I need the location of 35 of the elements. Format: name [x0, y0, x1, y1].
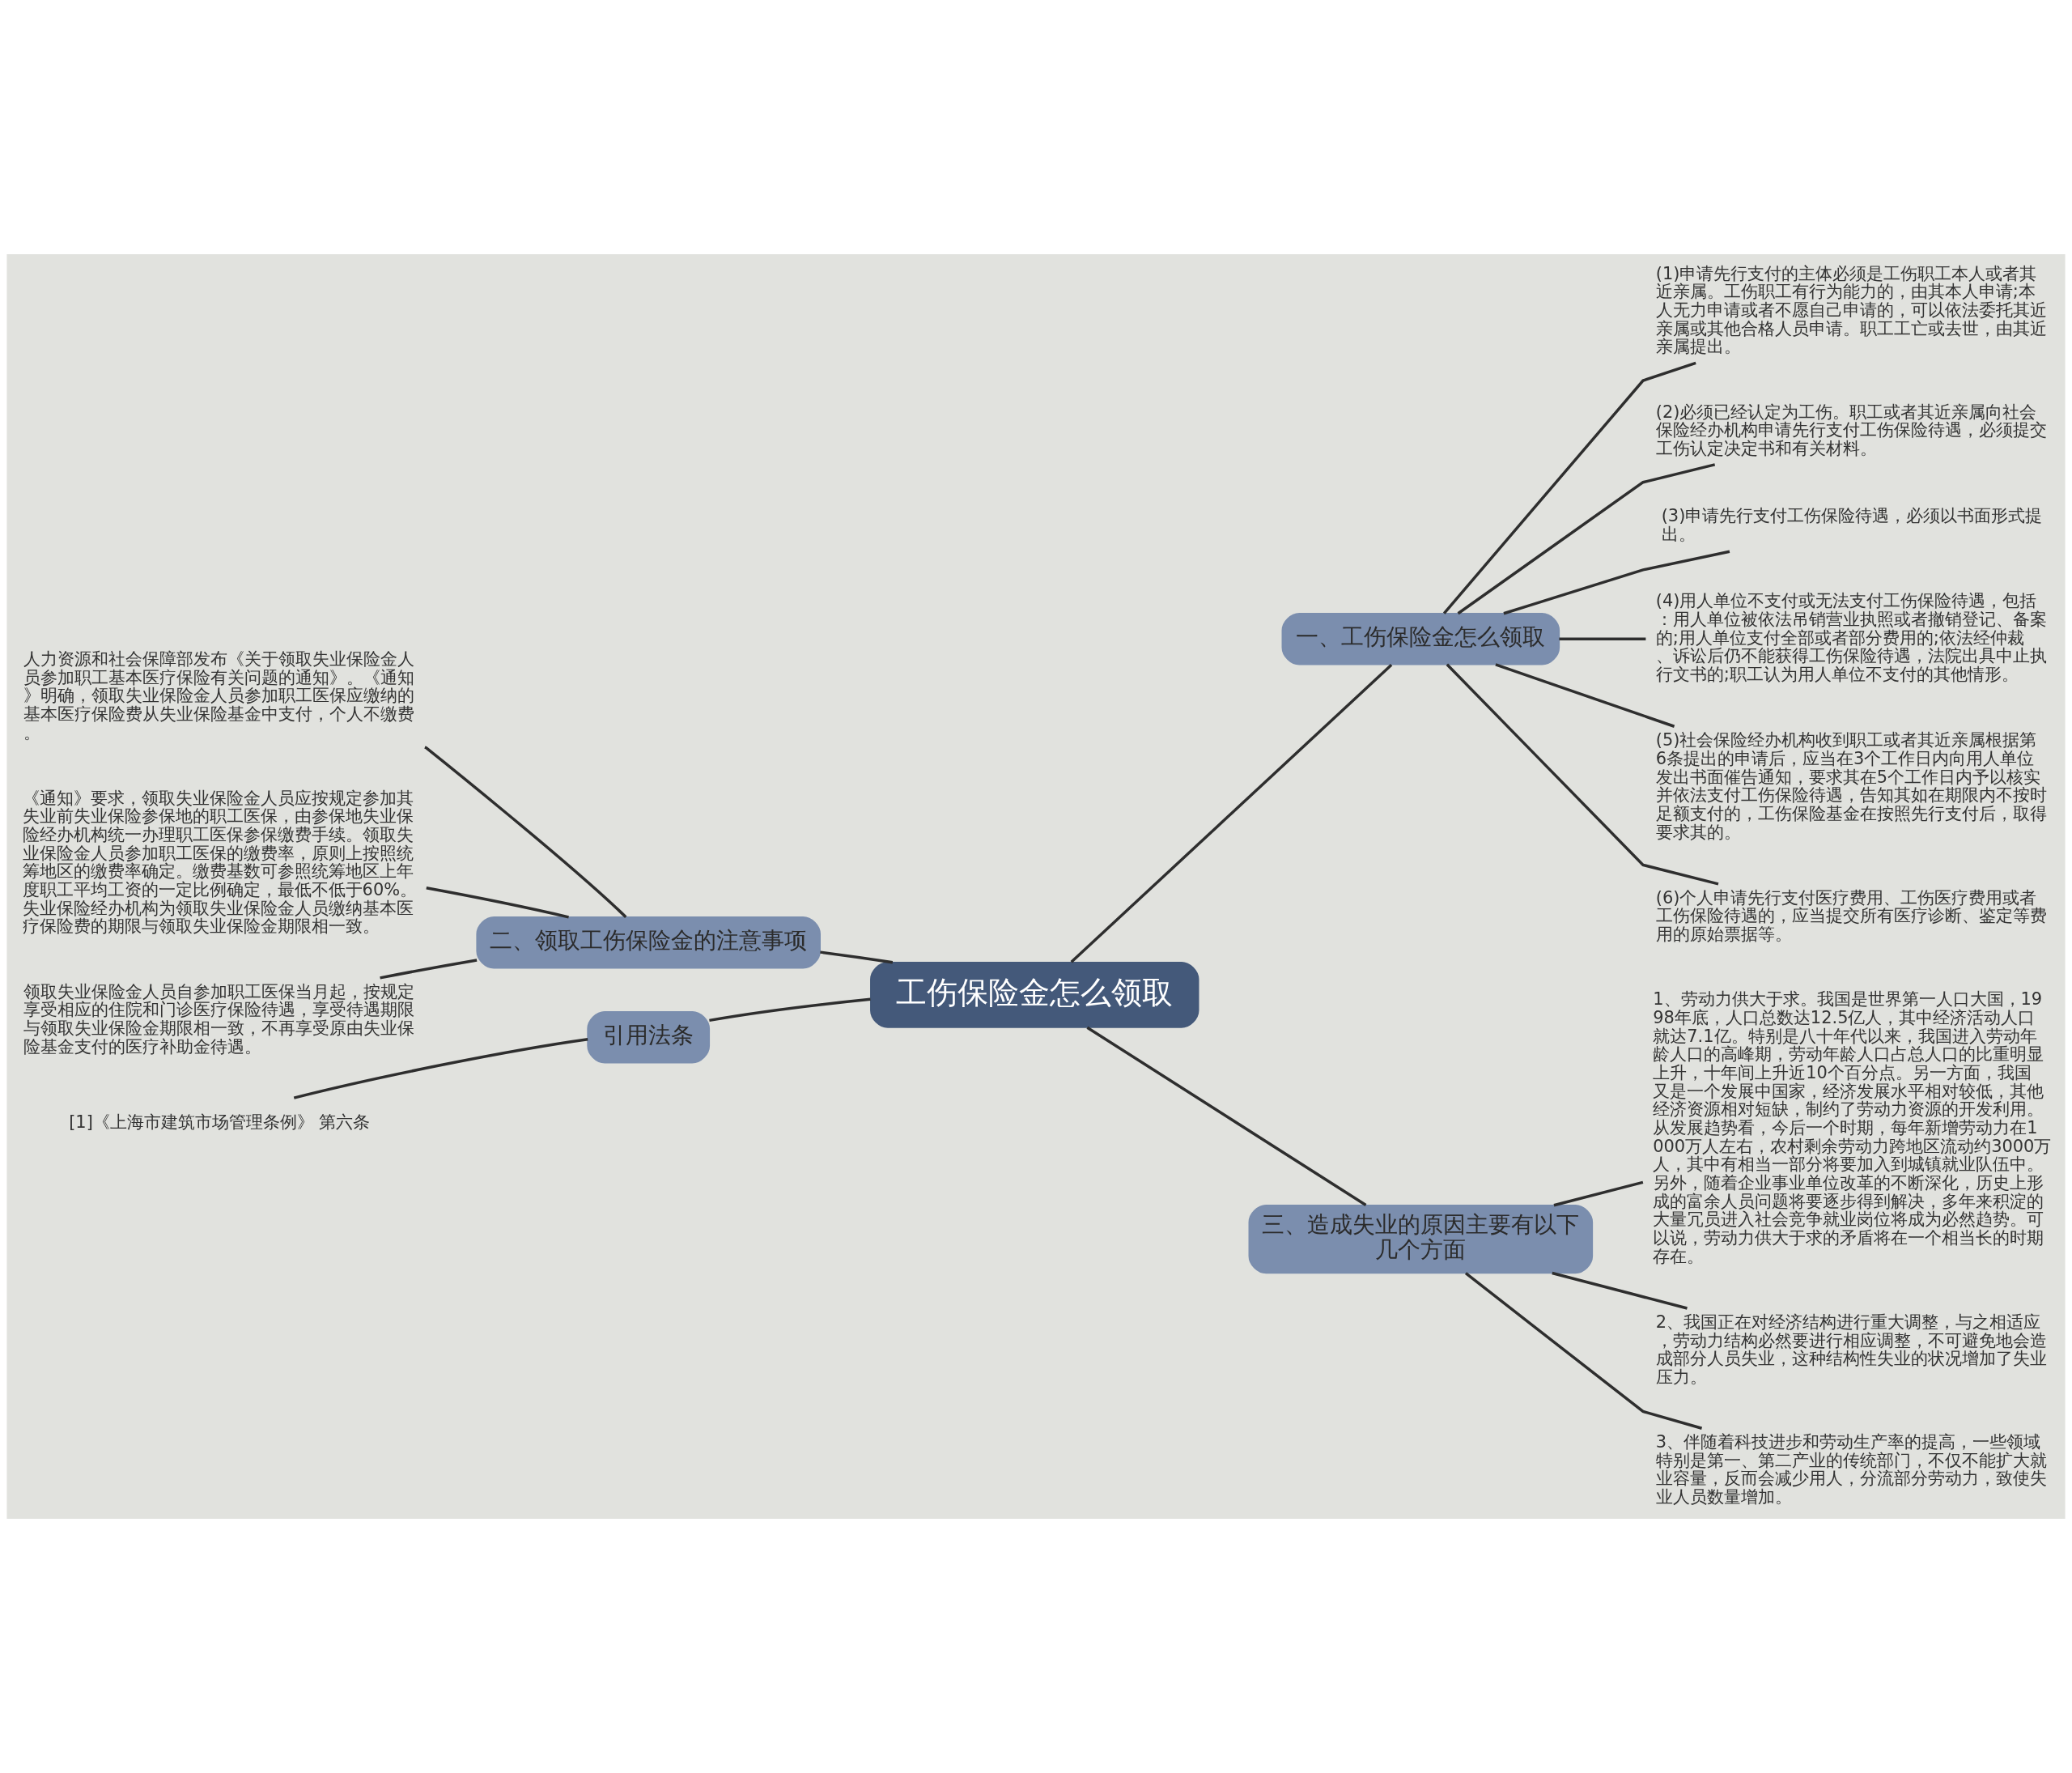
connector — [1559, 637, 1646, 641]
node-box: 二、领取工伤保险金的注意事项 — [476, 916, 821, 969]
connector — [1464, 1272, 1703, 1430]
node-text: (1)申请先行支付的主体必须是工伤职工本人或者其近亲属。工伤职工有行为能力的，由其本人申请;本人无力申请或者不愿自己申请的，可以依法委托其近亲属或其他合格人员申请。职工工亡或去世，由其近亲属提出。 — [1655, 263, 2047, 357]
connector — [1446, 663, 1719, 886]
node-text: 人力资源和社会保障部发布《关于领取失业保险金人员参加职工基本医疗保险有关问题的通知》。《通知》明确，领取失业保险金人员参加职工医保应缴纳的基本医疗保险费从失业保险基金中支付，个人不缴费。 — [23, 648, 415, 742]
connector — [1495, 663, 1675, 728]
node-text: 3、伴随着科技进步和劳动生产率的提高，一些领域特别是第一、第二产业的传统部门，不仅不能扩大就业容量，反而会减少用人，分流部分劳动力，致使失业人员数量增加。 — [1655, 1432, 2047, 1507]
connector — [1503, 550, 1730, 615]
connector — [1553, 1180, 1644, 1207]
node-text: 《通知》要求，领取失业保险金人员应按规定参加其失业前失业保险参保地的职工医保，由参保地失业保险经办机构统一办理职工医保参保缴费手续。领取失业保险金人员参加职工医保的缴费率，原则上按照统筹地区的缴费率确定。缴费基数可参照统筹地区上年度职工平均工资的一定比例确定，最低不低于60%。失业保险经办机构为领取失业保险金人员缴纳基本医疗保险费的期限与领取失业保险金期限相一致。 — [22, 788, 418, 937]
connector — [1552, 1271, 1688, 1310]
connector — [820, 950, 894, 964]
node-text: 1、劳动力供大于求。我国是世界第一人口大国，1998年底，人口总数达12.5亿人，其中经济活动人口就达7.1亿。特别是八十年代以来，我国进入劳动年龄人口的高峰期，劳动年龄人口占总人口的比重明显上升，十年间上升近10个百分点。另一方面，我国又是一个发展中国家，经济发展水平相对较低，其他经济资源相对短缺，制约了劳动力资源的开发利用。从发展趋势看，今后一个时期，每年新增劳动力在1000万人左右，农村剩余劳动力跨地区流动约3000万人，其中有相当一部分将要加入到城镇就业队伍中。另外，随着企业事业单位改革的不断深化，历史上形成的富余人员问题将要逐步得到解决，多年来积淀的大量冗员进入社会竞争就业岗位将成为必然趋势。可以说，劳动力供大于求的矛盾将在一个相当长的时期存在。 — [1653, 989, 2052, 1266]
node-box: 引用法条 — [587, 1010, 711, 1064]
connector — [380, 959, 478, 980]
connector — [424, 746, 627, 918]
node-box: 一、工伤保险金怎么领取 — [1281, 613, 1560, 665]
connector — [293, 1038, 588, 1099]
connector — [1457, 463, 1716, 615]
connector — [1442, 361, 1696, 614]
connector — [426, 886, 569, 919]
node-text: (6)个人申请先行支付医疗费用、工伤医疗费用或者工伤保险待遇的，应当提交所有医疗诊断、鉴定等费用的原始票据等。 — [1655, 887, 2047, 945]
connector — [1070, 664, 1393, 963]
node-box: 工伤保险金怎么领取 — [870, 961, 1199, 1028]
connector — [709, 997, 871, 1023]
node-text: (3)申请先行支付工伤保险待遇，必须以书面形式提出。 — [1661, 505, 2043, 544]
node-box: 三、造成失业的原因主要有以下几个方面 — [1248, 1204, 1594, 1274]
node-text: (5)社会保险经办机构收到职工或者其近亲属根据第6条提出的申请后，应当在3个工作日内向用人单位发出书面催告通知，要求其在5个工作日内予以核实并依法支付工伤保险待遇，告知其如在期限内不按时足额支付的，工伤保险基金在按照先行支付后，取得要求其的。 — [1655, 730, 2047, 842]
node-text: (4)用人单位不支付或无法支付工伤保险待遇，包括：用人单位被依法吊销营业执照或者撤销登记、备案的;用人单位支付全部或者部分费用的;依法经仲裁、诉讼后仍不能获得工伤保险待遇，法院出具中止执行文书的;职工认为用人单位不支付的其他情形。 — [1655, 591, 2047, 685]
node-text: [1]《上海市建筑市场管理条例》 第六条 — [69, 1112, 371, 1133]
node-text: (2)必须已经认定为工伤。职工或者其近亲属向社会保险经办机构申请先行支付工伤保险待遇，必须提交工伤认定决定书和有关材料。 — [1655, 402, 2047, 458]
node-text: 领取失业保险金人员自参加职工医保当月起，按规定享受相应的住院和门诊医疗保险待遇，享受待遇期限与领取失业保险金期限相一致，不再享受原由失业保险基金支付的医疗补助金待遇。 — [23, 981, 415, 1057]
connector — [1086, 1026, 1367, 1206]
node-text: 2、我国正在对经济结构进行重大调整，与之相适应，劳动力结构必然要进行相应调整，不可避免地会造成部分人员失业，这种结构性失业的状况增加了失业压力。 — [1655, 1312, 2047, 1387]
